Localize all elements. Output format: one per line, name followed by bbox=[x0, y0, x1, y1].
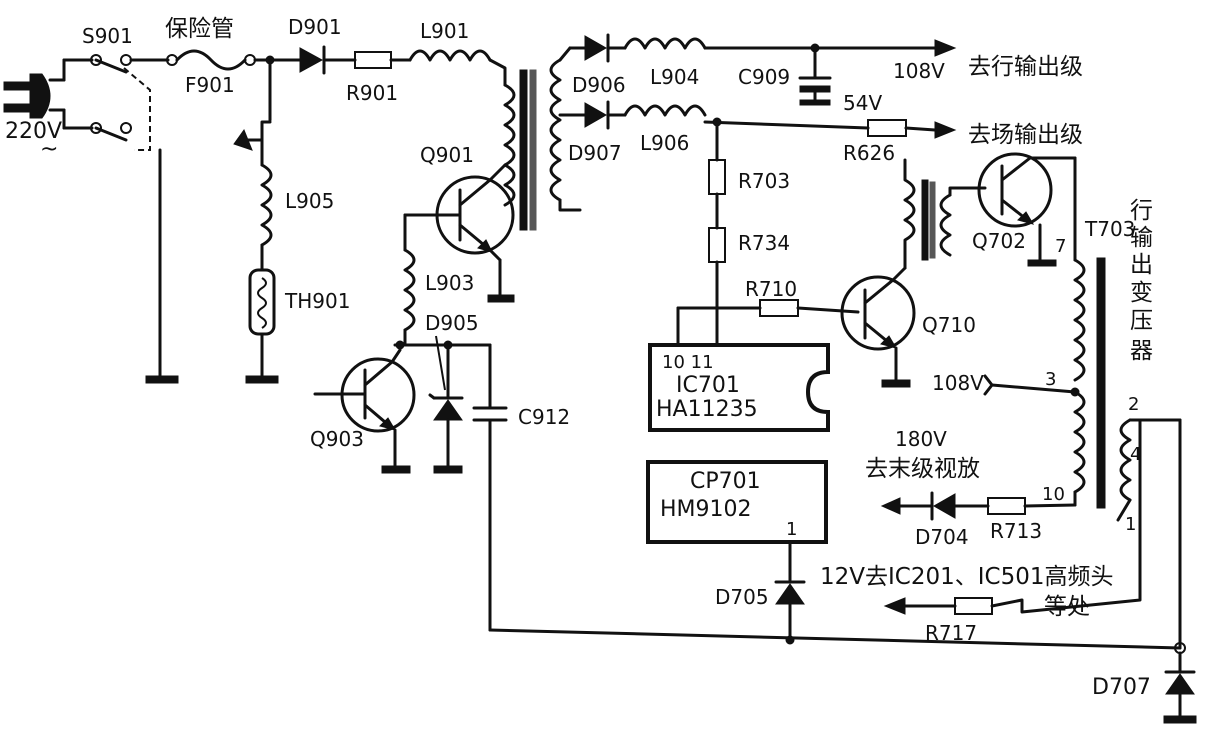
transistor-q903 bbox=[313, 348, 416, 474]
label-12v-destination-2: 等处 bbox=[1044, 594, 1090, 620]
label-l905: L905 bbox=[285, 189, 334, 213]
label-cp701-pin1: 1 bbox=[786, 519, 797, 540]
transistor-q710 bbox=[840, 266, 916, 388]
label-flyback-name: 行 输 出 变 压 器 bbox=[1130, 198, 1153, 364]
fuse-f901 bbox=[166, 49, 302, 71]
label-l901: L901 bbox=[420, 19, 469, 43]
label-to-vertical-output: 去场输出级 bbox=[968, 122, 1083, 148]
label-d907: D907 bbox=[568, 141, 622, 165]
label-mains-voltage: 220V bbox=[5, 119, 62, 144]
label-r710: R710 bbox=[745, 277, 797, 301]
transistor-q702 bbox=[977, 152, 1077, 267]
capacitor-c909 bbox=[798, 46, 832, 106]
label-d905: D905 bbox=[425, 311, 479, 335]
label-f901: F901 bbox=[185, 73, 235, 97]
label-to-final-video-amp: 去末级视放 bbox=[865, 456, 980, 482]
mains-plug bbox=[3, 58, 94, 130]
label-q710: Q710 bbox=[922, 313, 976, 337]
label-q901: Q901 bbox=[420, 143, 474, 167]
label-fuse-tube: 保险管 bbox=[165, 16, 234, 42]
label-to-horizontal-output: 去行输出级 bbox=[968, 54, 1083, 80]
power-switch-s901 bbox=[90, 54, 170, 151]
label-d901: D901 bbox=[288, 15, 342, 39]
label-pin-4: 4 bbox=[1130, 444, 1141, 465]
label-c912: C912 bbox=[518, 405, 570, 429]
label-ic701-pins: 10 11 bbox=[662, 352, 714, 373]
label-q903: Q903 bbox=[310, 427, 364, 451]
label-l906: L906 bbox=[640, 131, 689, 155]
v108-input bbox=[983, 374, 1077, 396]
label-s901: S901 bbox=[82, 24, 133, 48]
resistor-r717 bbox=[883, 418, 1147, 615]
label-pin-1: 1 bbox=[1125, 514, 1136, 535]
resistor-r703 bbox=[708, 120, 726, 230]
resistor-r710 bbox=[676, 299, 860, 347]
label-54v: 54V bbox=[843, 91, 882, 115]
flyback-char-2: 输 bbox=[1130, 225, 1153, 251]
label-pin-10: 10 bbox=[1042, 484, 1065, 505]
node-line bbox=[393, 340, 492, 350]
diode-d901 bbox=[299, 45, 357, 75]
resistor-r734 bbox=[708, 227, 726, 347]
ground-switch bbox=[145, 148, 179, 384]
label-r703: R703 bbox=[738, 169, 790, 193]
flyback-char-4: 变 bbox=[1130, 280, 1153, 306]
label-d906: D906 bbox=[572, 73, 626, 97]
cp701 bbox=[646, 460, 828, 582]
diode-d906 bbox=[584, 33, 627, 63]
label-pin-3: 3 bbox=[1045, 369, 1056, 390]
zener-d705 bbox=[774, 580, 806, 645]
label-pin-7: 7 bbox=[1055, 236, 1066, 257]
label-d705: D705 bbox=[715, 585, 769, 609]
inductor-l903 bbox=[403, 213, 416, 347]
capacitor-c912 bbox=[472, 343, 1182, 650]
label-mains-ac: ~ bbox=[40, 137, 58, 162]
label-r626: R626 bbox=[843, 141, 895, 165]
label-c909: C909 bbox=[738, 65, 790, 89]
zener-d905 bbox=[428, 335, 464, 474]
inductor-l906 bbox=[623, 104, 870, 130]
label-ic701-name: IC701 bbox=[676, 373, 740, 398]
label-q702: Q702 bbox=[972, 229, 1026, 253]
label-r734: R734 bbox=[738, 231, 790, 255]
flyback-char-1: 行 bbox=[1130, 198, 1153, 224]
flyback-char-3: 出 bbox=[1130, 252, 1153, 278]
label-l904: L904 bbox=[650, 65, 699, 89]
switching-transformer bbox=[503, 46, 587, 231]
label-th901: TH901 bbox=[284, 289, 350, 313]
label-pin-2: 2 bbox=[1128, 394, 1139, 415]
label-d707: D707 bbox=[1092, 675, 1151, 700]
zener-d707 bbox=[1163, 642, 1197, 724]
transistor-q901 bbox=[403, 163, 515, 303]
inductor-l901 bbox=[408, 49, 507, 87]
label-12v-destination: 12V去IC201、IC501高频头 bbox=[820, 564, 1114, 590]
label-cp701-name: CP701 bbox=[690, 469, 761, 494]
inductor-l904 bbox=[623, 37, 957, 57]
flyback-char-5: 压 bbox=[1130, 308, 1153, 334]
flyback-char-6: 器 bbox=[1130, 338, 1153, 364]
driver-transformer bbox=[903, 158, 987, 270]
label-r713: R713 bbox=[990, 519, 1042, 543]
diode-d704 bbox=[880, 491, 990, 521]
label-t703: T703 bbox=[1084, 217, 1135, 241]
label-d704: D704 bbox=[915, 525, 969, 549]
diode-d907 bbox=[584, 100, 627, 130]
label-180v: 180V bbox=[895, 427, 947, 451]
label-r717: R717 bbox=[925, 621, 977, 645]
resistor-r901 bbox=[354, 51, 412, 69]
label-l903: L903 bbox=[425, 271, 474, 295]
resistor-r626 bbox=[867, 119, 957, 139]
ic701 bbox=[648, 343, 830, 432]
label-108v-out: 108V bbox=[893, 59, 945, 83]
label-cp701-part: HM9102 bbox=[660, 497, 752, 522]
label-r901: R901 bbox=[346, 81, 398, 105]
label-108v-in: 108V bbox=[932, 371, 984, 395]
flyback-transformer-t703 bbox=[1070, 257, 1182, 650]
inductor-l905 bbox=[233, 58, 273, 272]
label-ic701-part: HA11235 bbox=[656, 397, 758, 422]
thermistor-th901 bbox=[245, 268, 279, 384]
